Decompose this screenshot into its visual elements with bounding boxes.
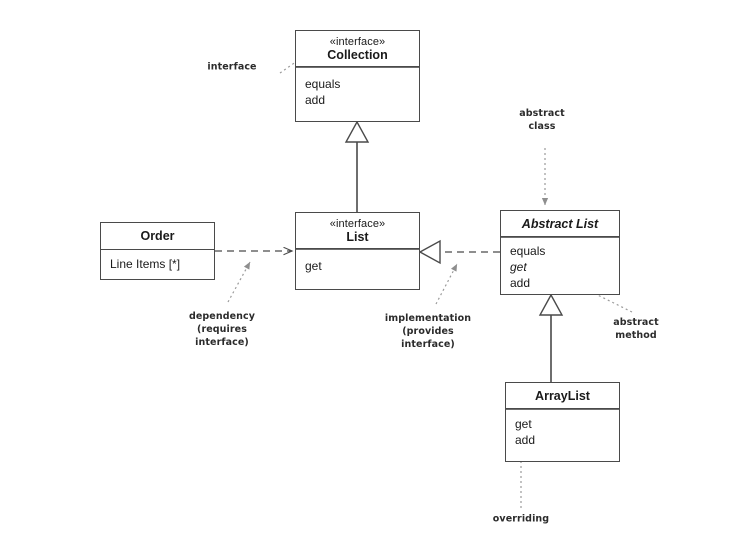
compartment-divider bbox=[296, 66, 419, 68]
class-box-arraylist[interactable]: ArrayList get add bbox=[505, 382, 620, 462]
compartment-divider-secondary bbox=[506, 409, 619, 412]
class-name-order: Order bbox=[140, 229, 175, 243]
compartment-divider-secondary bbox=[501, 237, 619, 240]
member-equals: equals bbox=[510, 244, 546, 258]
leader-dependency bbox=[227, 261, 251, 303]
relationship-arraylist-extends-abstractlist bbox=[538, 293, 564, 382]
member-get: get bbox=[515, 417, 532, 431]
relationship-abstractlist-implements-list bbox=[418, 239, 500, 265]
compartment-divider bbox=[101, 249, 214, 250]
class-box-order[interactable]: Order Line Items [*] bbox=[100, 222, 215, 280]
class-name-arraylist: ArrayList bbox=[535, 389, 590, 403]
annotation-dependency: dependency (requires interface) bbox=[188, 310, 256, 348]
stereotype-list: «interface» bbox=[329, 218, 386, 230]
class-header-arraylist: ArrayList bbox=[506, 383, 619, 408]
class-name-list: List bbox=[346, 230, 369, 245]
leader-implementation bbox=[435, 263, 458, 305]
member-add: add bbox=[515, 432, 536, 447]
member-get: get bbox=[305, 259, 322, 274]
compartment-divider bbox=[501, 236, 619, 237]
annotation-abstract-class: abstract class bbox=[519, 108, 565, 132]
annotation-implementation: implementation (provides interface) bbox=[384, 312, 472, 350]
class-box-abstractlist[interactable]: Abstract List equals get add bbox=[500, 210, 620, 295]
class-header-abstractlist: Abstract List bbox=[501, 211, 619, 236]
compartment-divider-secondary bbox=[296, 249, 419, 252]
members-list: get bbox=[296, 252, 419, 281]
member-add: add bbox=[305, 93, 326, 108]
stereotype-collection: «interface» bbox=[329, 36, 386, 48]
member-get-abstract: get bbox=[510, 259, 527, 274]
class-name-abstractlist: Abstract List bbox=[521, 217, 599, 231]
members-arraylist: get add bbox=[506, 412, 619, 455]
class-box-collection[interactable]: «interface» Collection equals add bbox=[295, 30, 420, 122]
compartment-divider-secondary bbox=[296, 67, 419, 70]
class-name-collection: Collection bbox=[327, 48, 388, 63]
compartment-divider bbox=[296, 248, 419, 250]
members-abstractlist: equals get add bbox=[501, 240, 619, 297]
class-header-order: Order bbox=[101, 223, 214, 249]
relationship-list-extends-collection bbox=[344, 120, 370, 212]
compartment-divider bbox=[506, 408, 619, 409]
annotation-abstract-method: abstract method bbox=[613, 317, 659, 341]
members-order: Line Items [*] bbox=[101, 250, 214, 279]
class-header-collection: «interface» Collection bbox=[296, 31, 419, 66]
member-line-items: Line Items [*] bbox=[110, 257, 181, 271]
members-collection: equals add bbox=[296, 70, 419, 115]
class-box-list[interactable]: «interface» List get bbox=[295, 212, 420, 290]
annotation-overriding: overriding bbox=[492, 513, 550, 525]
member-equals: equals bbox=[305, 77, 341, 92]
member-add: add bbox=[510, 275, 531, 290]
class-header-list: «interface» List bbox=[296, 213, 419, 248]
annotation-interface: interface bbox=[207, 61, 257, 73]
